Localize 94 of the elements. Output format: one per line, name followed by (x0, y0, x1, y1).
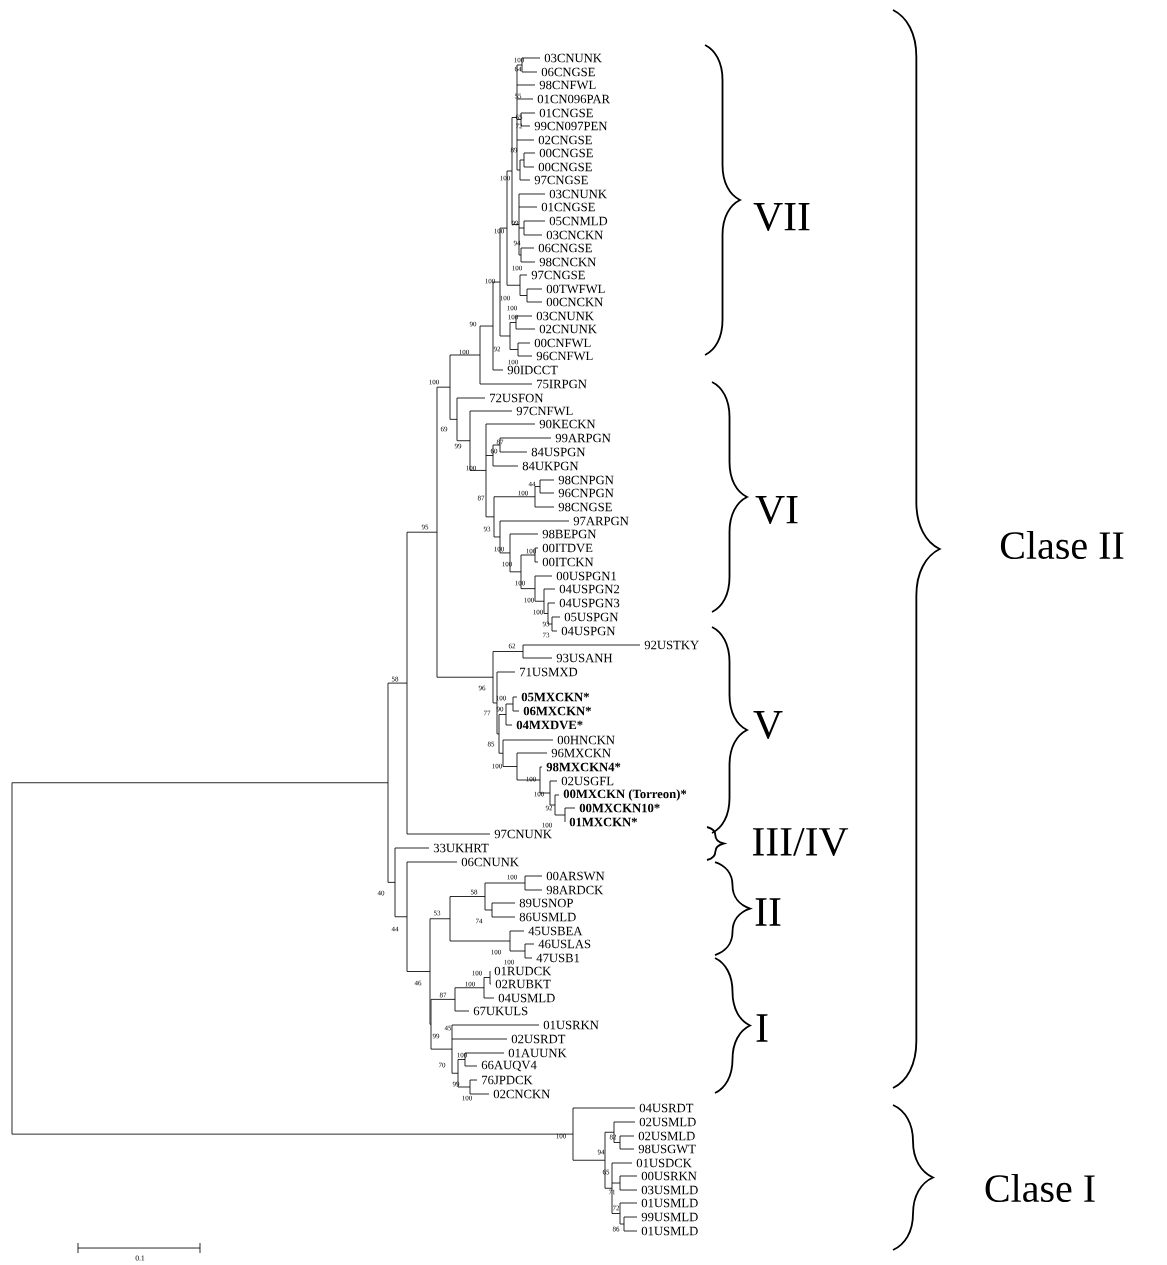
taxon-label: 02CNUNK (539, 324, 597, 334)
clade-label: VI (755, 496, 798, 524)
taxon-label: 02CNCKN (493, 1089, 550, 1099)
taxon-label: 04USPGN2 (559, 584, 620, 594)
taxon-label: 01CNGSE (541, 202, 595, 212)
taxon-label: 06CNGSE (538, 243, 592, 253)
taxon-label: 03CNUNK (544, 53, 602, 63)
taxon-label: 01MXCKN* (569, 817, 637, 827)
taxon-label: 00MXCKN10* (579, 803, 660, 813)
taxon-label: 00CNGSE (538, 162, 592, 172)
taxon-label: 46USLAS (538, 939, 591, 949)
taxon-label: 03CNCKN (546, 230, 603, 240)
taxon-label: 00CNCKN (546, 297, 603, 307)
taxon-label: 97CNGSE (531, 270, 585, 280)
taxon-label: 00TWFWL (546, 284, 605, 294)
taxon-label: 01CNGSE (539, 108, 593, 118)
class-label: Clase II (1000, 530, 1124, 560)
taxon-label: 03CNUNK (536, 311, 594, 321)
taxon-label: 89USNOP (519, 898, 573, 908)
taxon-label: 00ARSWN (546, 871, 605, 881)
taxon-label: 02USMLD (639, 1117, 696, 1127)
taxon-label: 98CNCKN (539, 257, 596, 267)
taxon-label: 71USMXD (520, 667, 578, 677)
taxon-label: 90KECKN (539, 419, 596, 429)
clade-label: II (755, 898, 781, 926)
taxon-label: 06CNGSE (541, 67, 595, 77)
taxon-label: 02CNGSE (538, 135, 592, 145)
taxon-label: 96CNFWL (536, 351, 593, 361)
taxon-label: 45USBEA (528, 926, 583, 936)
taxon-label: 75IRPGN (537, 379, 587, 389)
taxon-label: 01USRKN (543, 1020, 599, 1030)
taxon-label: 01RUDCK (494, 966, 552, 976)
taxon-label: 76JPDCK (482, 1075, 533, 1085)
taxon-label: 98CNFWL (539, 80, 596, 90)
taxon-label: 00HNCKN (557, 735, 615, 745)
taxon-label: 98BEPGN (542, 529, 597, 539)
class-label: Clase I (985, 1173, 1095, 1203)
taxon-label: 00CNGSE (539, 148, 593, 158)
taxon-label: 90IDCCT (507, 365, 558, 375)
taxon-label: 93USANH (556, 653, 613, 663)
taxon-label: 05USPGN (564, 612, 619, 622)
taxon-label: 97CNUNK (494, 829, 552, 839)
taxon-label: 98CNPGN (558, 475, 614, 485)
taxon-label: 84USPGN (531, 447, 586, 457)
taxon-label: 99ARPGN (555, 433, 611, 443)
taxon-label: 00MXCKN (Torreon)* (563, 789, 687, 801)
taxon-label: 04USPGN (561, 626, 616, 636)
taxon-label: 02USRDT (511, 1034, 566, 1044)
taxon-label: 84UKPGN (522, 461, 579, 471)
taxon-label: 67UKULS (473, 1006, 528, 1016)
taxon-label: 66AUQV4 (481, 1060, 537, 1072)
taxon-label: 02RUBKT (495, 979, 551, 989)
taxon-label: 86USMLD (519, 912, 576, 922)
taxon-label: 99CN097PEN (534, 121, 608, 131)
taxon-label: 00ITCKN (542, 557, 594, 567)
taxon-label: 00USPGN1 (556, 571, 616, 581)
clade-label: VII (753, 203, 810, 231)
taxon-label: 05MXCKN* (521, 692, 589, 702)
taxon-label: 97ARPGN (573, 516, 629, 526)
taxon-label: 06CNUNK (461, 857, 519, 867)
taxon-label: 98MXCKN4* (546, 762, 621, 772)
taxon-label: 98USGWT (638, 1144, 696, 1154)
taxon-label: 00CNFWL (534, 338, 591, 348)
taxon-label: 03CNUNK (549, 189, 607, 199)
taxon-label: 97CNFWL (516, 406, 573, 416)
taxon-label: 01USMLD (641, 1198, 698, 1208)
taxon-label: 96CNPGN (558, 488, 614, 498)
taxon-label: 02USGFL (561, 776, 614, 786)
taxon-label: 72USFON (490, 393, 544, 403)
taxon-label: 00ITDVE (542, 543, 593, 553)
taxon-label: 92USTKY (644, 640, 699, 650)
clade-label: I (756, 1014, 768, 1042)
taxon-label: 04USMLD (498, 993, 555, 1003)
taxon-label: 01USDCK (636, 1158, 692, 1168)
taxon-label: 01CN096PAR (537, 94, 610, 104)
taxon-label: 01USMLD (641, 1226, 698, 1236)
taxon-label: 98CNGSE (558, 502, 612, 512)
clade-label: V (753, 711, 783, 739)
taxon-label: 97CNGSE (534, 175, 588, 185)
taxon-label: 05CNMLD (549, 216, 608, 226)
taxon-label: 04MXDVE* (516, 720, 583, 730)
taxon-label: 00USRKN (641, 1171, 697, 1181)
taxon-label: 33UKHRT (433, 843, 489, 853)
taxon-label: 99USMLD (641, 1212, 698, 1222)
taxon-label: 01AUUNK (508, 1048, 567, 1058)
taxon-label: 02USMLD (638, 1131, 695, 1141)
taxon-label: 03USMLD (641, 1185, 698, 1195)
taxon-label: 98ARDCK (546, 885, 604, 895)
taxon-label: 04USPGN3 (559, 598, 620, 608)
taxon-label: 96MXCKN (551, 748, 611, 758)
taxon-label: 47USB1 (536, 953, 580, 963)
taxon-label: 06MXCKN* (523, 706, 591, 716)
clade-label: III/IV (752, 827, 849, 857)
taxon-label: 04USRDT (639, 1103, 694, 1113)
